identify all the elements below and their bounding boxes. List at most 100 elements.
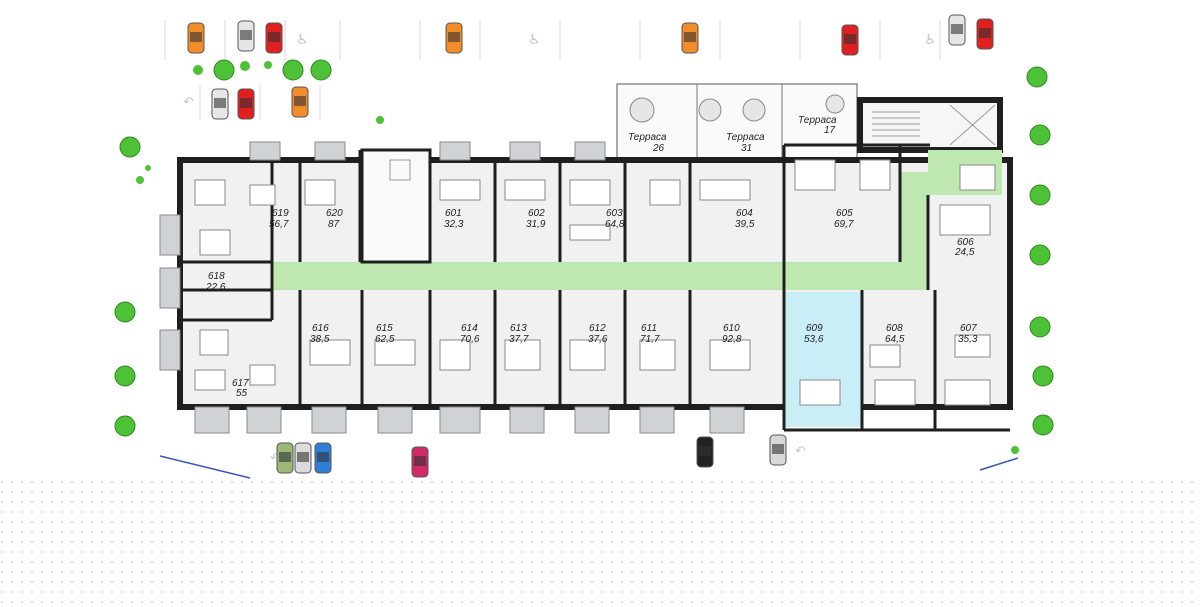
trees bbox=[114, 59, 1054, 437]
unit-609-highlight bbox=[783, 292, 861, 427]
unit-number: 615 bbox=[376, 323, 393, 334]
unit-area: 37,6 bbox=[588, 334, 608, 345]
car-icon bbox=[445, 22, 463, 54]
unit-number: 611 bbox=[641, 323, 657, 334]
terrace-label: Терраса bbox=[628, 132, 667, 143]
tree-icon bbox=[114, 301, 136, 323]
dotted-ground bbox=[0, 478, 1200, 607]
shrubs bbox=[136, 61, 1019, 454]
wheelchair-icons: ♿ ♿ ♿ bbox=[296, 32, 937, 48]
unit-area: 56,7 bbox=[269, 219, 289, 230]
stairwell bbox=[360, 148, 432, 264]
unit-area: 32,3 bbox=[444, 219, 464, 230]
unit-number: 620 bbox=[326, 208, 343, 219]
unit-number: 610 bbox=[723, 323, 740, 334]
unit-area: 24,5 bbox=[954, 247, 975, 258]
parking-lines-top bbox=[164, 20, 941, 120]
car-icon bbox=[265, 22, 283, 54]
car-icon bbox=[411, 446, 429, 478]
tree-icon bbox=[310, 59, 332, 81]
vehicles bbox=[187, 14, 994, 478]
terrace-outline bbox=[616, 83, 858, 161]
road-line-left bbox=[159, 455, 251, 479]
tree-icon bbox=[282, 59, 304, 81]
stair-block bbox=[857, 97, 1003, 153]
tree-icon bbox=[1029, 316, 1051, 338]
terrace-label: Терраса bbox=[798, 115, 837, 126]
furniture bbox=[194, 159, 996, 406]
stair-steps bbox=[872, 104, 996, 146]
car-icon bbox=[696, 436, 714, 468]
interior-walls bbox=[180, 143, 1010, 432]
unit-area: 69,7 bbox=[834, 219, 854, 230]
unit-number: 614 bbox=[461, 323, 478, 334]
tree-icon bbox=[114, 415, 136, 437]
terrace-area: 17 bbox=[824, 125, 836, 136]
turn-arrow-icon: ↶ bbox=[795, 444, 806, 459]
unit-number: 603 bbox=[606, 208, 623, 219]
unit-number: 606 bbox=[957, 237, 974, 248]
terrace-labels: Терраса 26 Терраса 31 Терраса 17 bbox=[628, 115, 837, 154]
unit-area: 92,8 bbox=[722, 334, 742, 345]
unit-number: 602 bbox=[528, 208, 545, 219]
windows-left bbox=[159, 214, 181, 371]
unit-number: 604 bbox=[736, 208, 753, 219]
car-icon bbox=[841, 24, 859, 56]
unit-area: 70,6 bbox=[460, 334, 480, 345]
terrace-label: Терраса bbox=[726, 132, 765, 143]
unit-number: 618 bbox=[208, 271, 225, 282]
elevator bbox=[389, 159, 411, 181]
unit-number: 601 bbox=[445, 208, 462, 219]
tree-icon bbox=[213, 59, 235, 81]
unit-area: 39,5 bbox=[735, 219, 755, 230]
car-icon bbox=[211, 88, 229, 120]
tree-icon bbox=[114, 365, 136, 387]
unit-area: 22,6 bbox=[205, 282, 226, 293]
road-line-right bbox=[979, 457, 1019, 471]
car-icon bbox=[769, 434, 787, 466]
terrace-plants bbox=[629, 94, 845, 123]
windows-top bbox=[249, 141, 606, 161]
unit-number: 607 bbox=[960, 323, 977, 334]
corridor bbox=[272, 172, 928, 290]
unit-number: 616 bbox=[312, 323, 329, 334]
car-icon bbox=[237, 88, 255, 120]
car-icon bbox=[948, 14, 966, 46]
unit-number: 613 bbox=[510, 323, 527, 334]
car-icon bbox=[976, 18, 994, 50]
terrace-area: 31 bbox=[741, 143, 752, 154]
unit-number: 619 bbox=[272, 208, 289, 219]
unit-area: 37,7 bbox=[509, 334, 529, 345]
unit-number: 612 bbox=[589, 323, 606, 334]
car-icon bbox=[276, 442, 294, 474]
unit-number: 605 bbox=[836, 208, 853, 219]
unit-number: 617 bbox=[232, 378, 249, 389]
unit-area: 35,3 bbox=[958, 334, 978, 345]
tree-icon bbox=[1032, 414, 1054, 436]
tree-icon bbox=[1032, 365, 1054, 387]
tree-icon bbox=[1029, 124, 1051, 146]
unit-number: 608 bbox=[886, 323, 903, 334]
